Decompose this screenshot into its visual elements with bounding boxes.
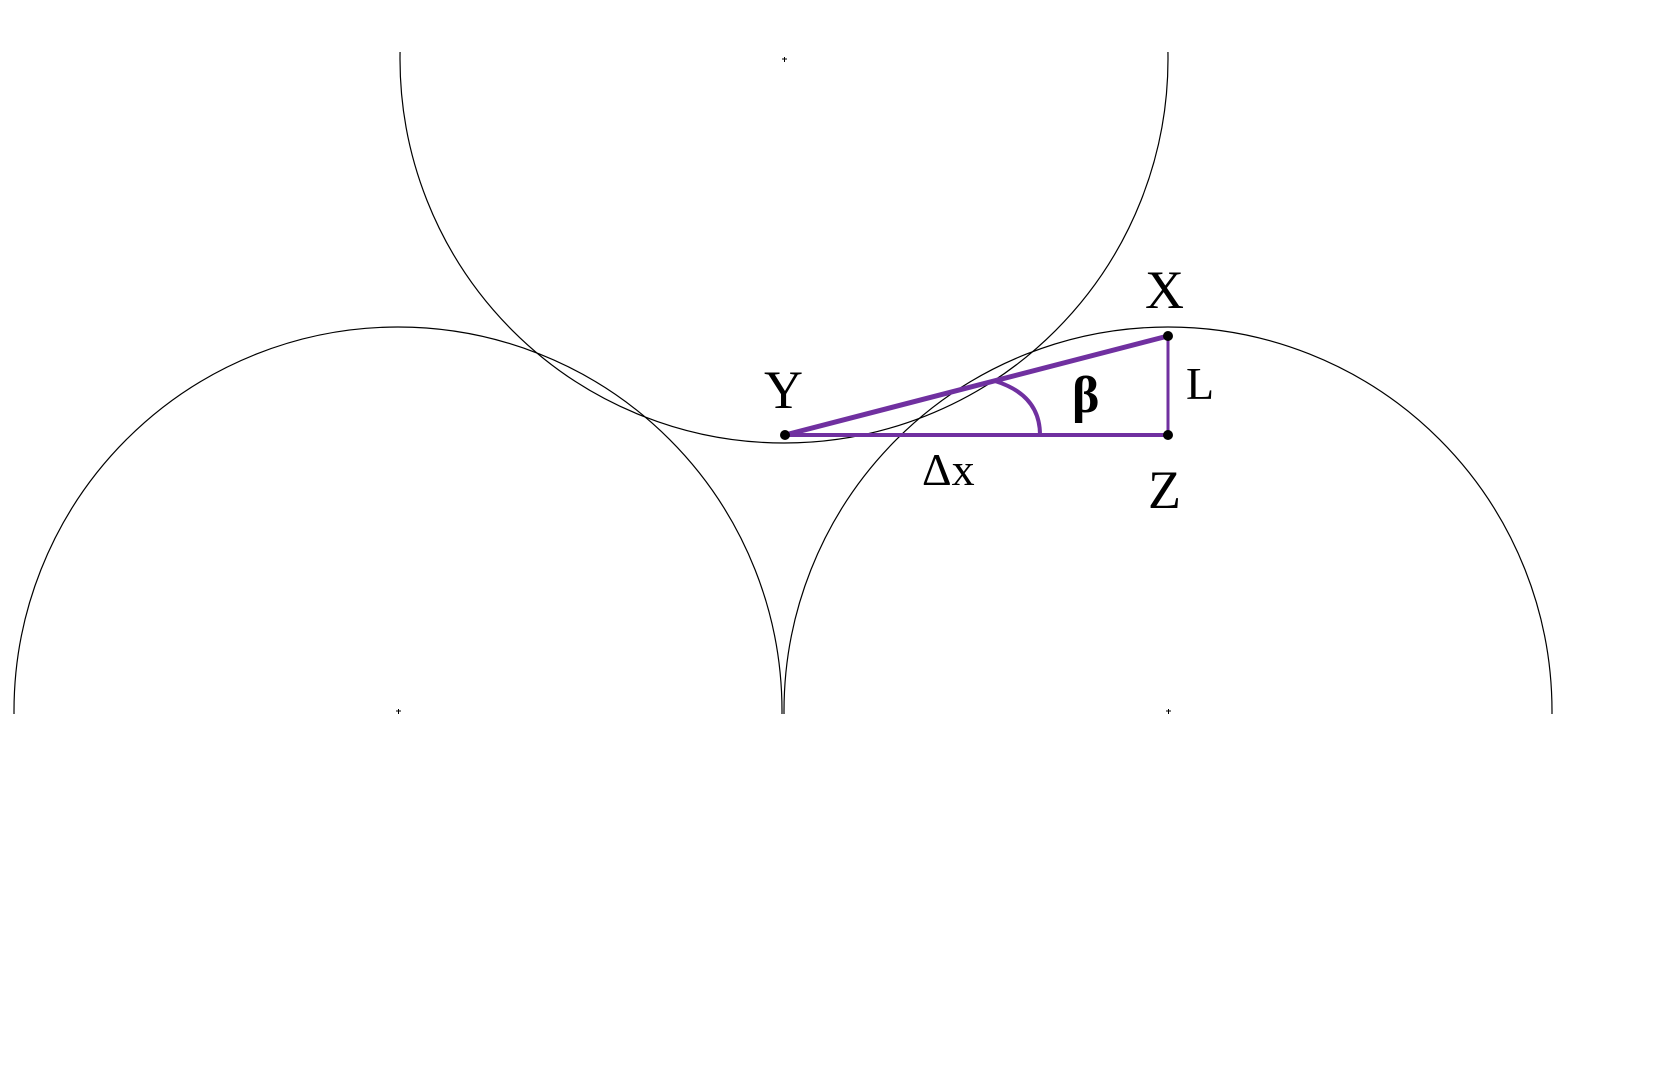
label-y: Y <box>764 360 803 420</box>
center-markers <box>396 57 1171 714</box>
label-z: Z <box>1148 460 1181 520</box>
vertex-points <box>780 331 1173 440</box>
label-dx: Δx <box>922 444 975 495</box>
right-circle <box>783 326 1553 714</box>
hypotenuse-yx <box>784 333 1169 438</box>
point-z <box>1163 430 1173 440</box>
triangle-xyz <box>784 333 1170 438</box>
beta-angle-arc <box>994 379 1042 436</box>
top-circle <box>399 52 1169 444</box>
label-l: L <box>1186 358 1214 409</box>
label-x: X <box>1145 260 1184 320</box>
left-circle <box>13 326 783 714</box>
label-beta: β <box>1072 367 1099 424</box>
point-y <box>780 430 790 440</box>
point-x <box>1163 331 1173 341</box>
